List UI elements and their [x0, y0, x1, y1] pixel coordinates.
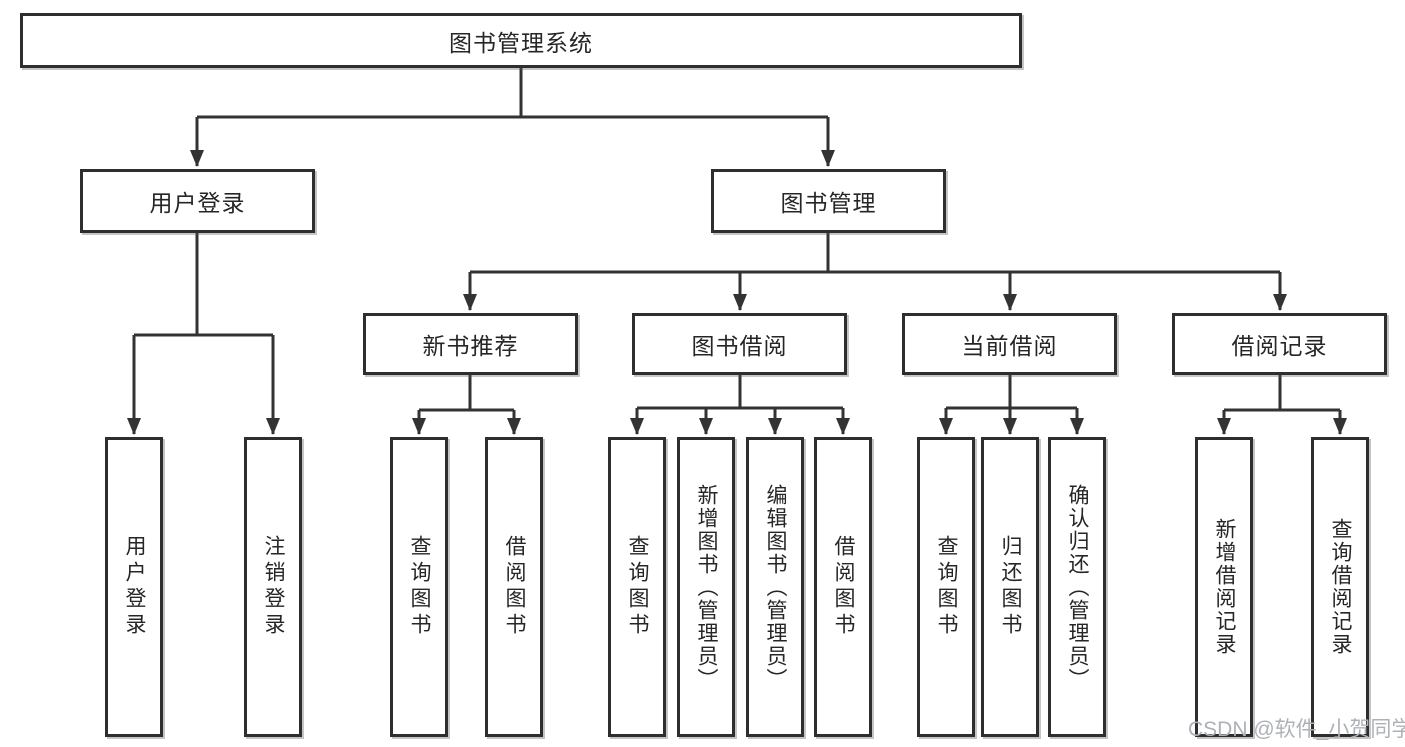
leaf-query-books-current-label: 查询图书 — [935, 535, 958, 639]
leaf-borrow-books-recommend-label: 借阅图书 — [503, 535, 526, 639]
leaf-borrow-books-label: 借阅图书 — [832, 535, 855, 639]
leaf-query-books-recommend: 查询图书 — [390, 437, 448, 737]
leaf-query-borrow-record-label: 查询借阅记录 — [1329, 518, 1352, 656]
watermark: CSDN @软件_小贺同学 — [1188, 718, 1405, 741]
leaf-borrow-books: 借阅图书 — [814, 437, 872, 737]
leaf-query-books-borrow: 查询图书 — [608, 437, 666, 737]
leaf-logout: 注销登录 — [244, 437, 302, 737]
leaf-borrow-books-recommend: 借阅图书 — [485, 437, 543, 737]
node-library-system: 图书管理系统 — [20, 13, 1022, 68]
leaf-query-borrow-record: 查询借阅记录 — [1311, 437, 1369, 737]
leaf-edit-book-admin: 编辑图书（管理员） — [746, 437, 804, 737]
node-new-book-recommend: 新书推荐 — [363, 313, 578, 375]
leaf-query-books-current: 查询图书 — [917, 437, 975, 737]
leaf-logout-label: 注销登录 — [262, 535, 285, 639]
node-book-borrow: 图书借阅 — [632, 313, 847, 375]
node-user-login: 用户登录 — [80, 169, 315, 233]
leaf-query-books-borrow-label: 查询图书 — [626, 535, 649, 639]
leaf-confirm-return-admin-label: 确认归还（管理员） — [1066, 483, 1089, 691]
leaf-add-borrow-record-label: 新增借阅记录 — [1213, 518, 1236, 656]
leaf-confirm-return-admin: 确认归还（管理员） — [1048, 437, 1106, 737]
leaf-return-book-label: 归还图书 — [999, 535, 1022, 639]
leaf-user-login: 用户登录 — [105, 437, 163, 737]
leaf-edit-book-admin-label: 编辑图书（管理员） — [764, 483, 787, 691]
leaf-add-book-admin-label: 新增图书（管理员） — [695, 483, 718, 691]
leaf-add-borrow-record: 新增借阅记录 — [1195, 437, 1253, 737]
leaf-add-book-admin: 新增图书（管理员） — [677, 437, 735, 737]
node-book-management: 图书管理 — [711, 169, 946, 233]
node-borrow-record: 借阅记录 — [1172, 313, 1387, 375]
node-current-borrow: 当前借阅 — [902, 313, 1117, 375]
leaf-query-books-recommend-label: 查询图书 — [408, 535, 431, 639]
leaf-user-login-label: 用户登录 — [123, 535, 146, 639]
leaf-return-book: 归还图书 — [981, 437, 1039, 737]
